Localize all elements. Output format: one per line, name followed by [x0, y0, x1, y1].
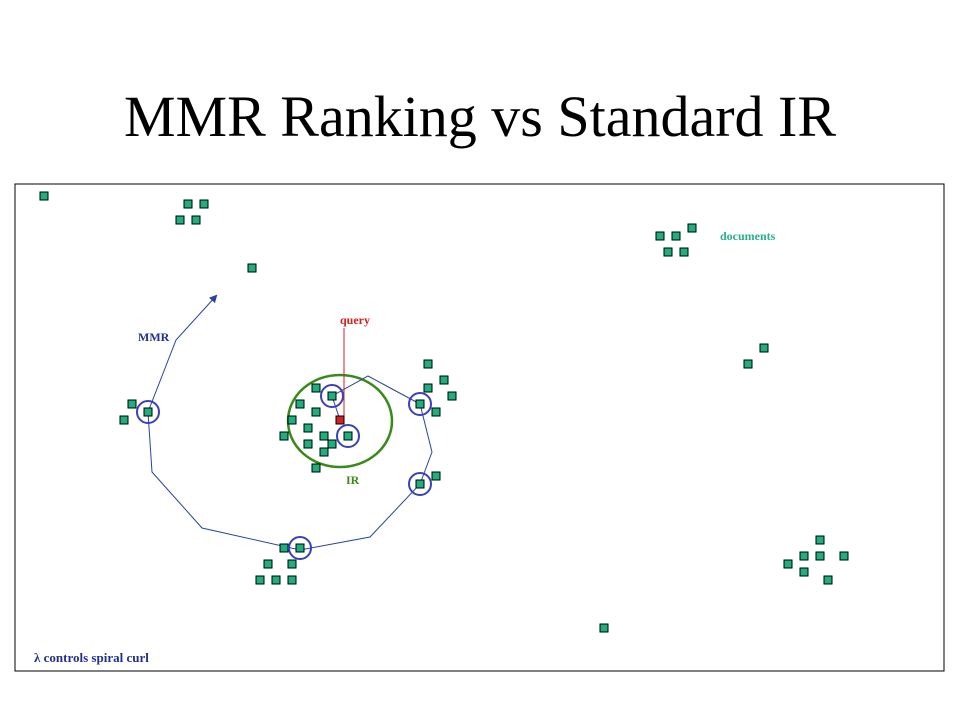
document-point	[343, 431, 353, 441]
mmr-selection-circle	[320, 384, 344, 408]
document-point	[423, 383, 433, 393]
document-point	[743, 359, 753, 369]
document-point	[191, 215, 201, 225]
document-point	[319, 431, 329, 441]
diagram-frame	[14, 183, 945, 672]
mmr-selection-circle	[288, 536, 312, 560]
document-point	[183, 199, 193, 209]
document-point	[255, 575, 265, 585]
document-point	[783, 559, 793, 569]
document-point	[247, 263, 257, 273]
document-point	[295, 399, 305, 409]
document-point	[415, 399, 425, 409]
document-point	[815, 551, 825, 561]
document-point	[119, 415, 129, 425]
document-point	[815, 535, 825, 545]
ir-label: IR	[346, 473, 360, 487]
document-point	[799, 567, 809, 577]
document-point	[143, 407, 153, 417]
document-point	[303, 423, 313, 433]
document-point	[175, 215, 185, 225]
query-label: query	[340, 313, 370, 327]
document-point	[295, 543, 305, 553]
document-point	[655, 231, 665, 241]
mmr-selection-circle	[336, 424, 360, 448]
document-point	[311, 463, 321, 473]
document-point	[439, 375, 449, 385]
document-point	[327, 391, 337, 401]
document-point	[823, 575, 833, 585]
document-point	[287, 559, 297, 569]
document-point	[431, 471, 441, 481]
document-point	[127, 399, 137, 409]
mmr-selection-circle	[136, 400, 160, 424]
document-point	[599, 623, 609, 633]
document-point	[415, 479, 425, 489]
document-point	[447, 391, 457, 401]
document-points	[39, 191, 849, 633]
documents-label: documents	[720, 229, 776, 243]
document-point	[311, 383, 321, 393]
document-point	[799, 551, 809, 561]
document-point	[263, 559, 273, 569]
mmr-selection-circle	[408, 392, 432, 416]
document-point	[671, 231, 681, 241]
document-point	[759, 343, 769, 353]
document-point	[287, 575, 297, 585]
lambda-note: λ controls spiral curl	[34, 650, 149, 665]
slide-title: MMR Ranking vs Standard IR	[123, 84, 837, 149]
document-point	[199, 199, 209, 209]
document-point	[39, 191, 49, 201]
mmr-selections	[136, 384, 432, 560]
document-point	[679, 247, 689, 257]
document-point	[311, 407, 321, 417]
document-point	[271, 575, 281, 585]
document-point	[663, 247, 673, 257]
document-point	[839, 551, 849, 561]
mmr-selection-circle	[408, 472, 432, 496]
document-point	[319, 447, 329, 457]
document-point	[687, 223, 697, 233]
document-point	[327, 439, 337, 449]
document-point	[287, 415, 297, 425]
query-point	[335, 415, 345, 425]
document-point	[431, 407, 441, 417]
document-point	[279, 431, 289, 441]
mmr-label: MMR	[138, 330, 170, 344]
document-point	[279, 543, 289, 553]
document-point	[423, 359, 433, 369]
document-point	[303, 439, 313, 449]
